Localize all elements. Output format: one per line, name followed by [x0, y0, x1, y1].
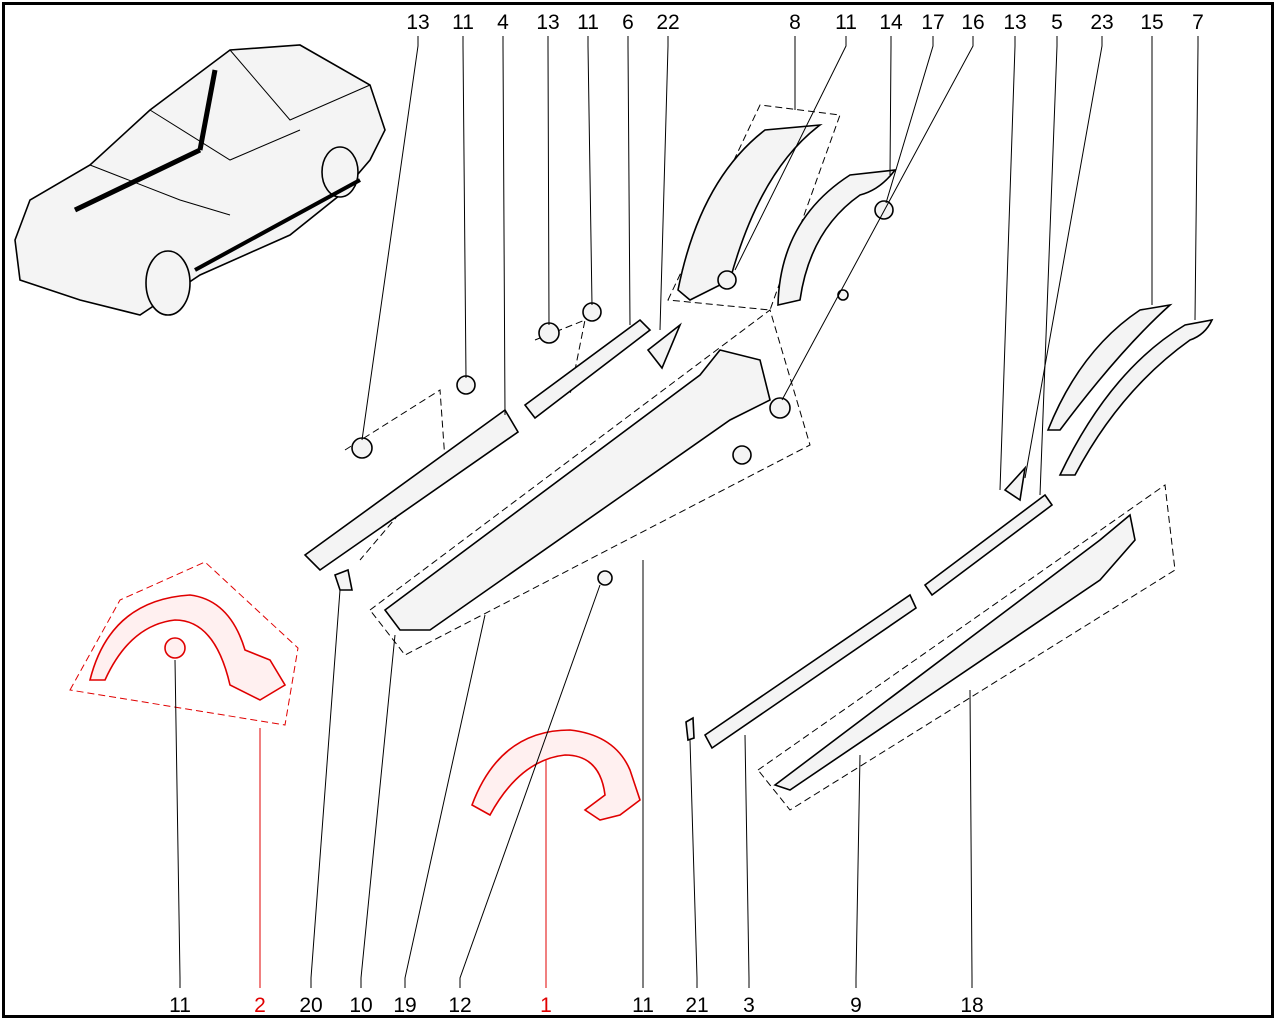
part-5-sill-trim-rear	[923, 465, 1054, 597]
car-overview-illustration	[14, 44, 386, 316]
bottom-callout-20: 20	[299, 994, 322, 1017]
part-1-rear-wheel-arch-liner	[471, 729, 641, 821]
top-leader-16	[1194, 36, 1199, 321]
bottom-callout-2: 2	[254, 994, 266, 1017]
top-leader-5	[627, 36, 631, 326]
top-leader-4	[587, 36, 593, 306]
top-leader-9	[889, 36, 892, 176]
bottom-callout-9: 9	[850, 994, 862, 1017]
bottom-leader-10	[855, 754, 861, 988]
callout-leader-lines	[174, 36, 1199, 988]
part-22-bracket	[646, 322, 682, 370]
top-callout-23: 23	[1090, 11, 1113, 34]
part-3-molding	[685, 593, 918, 750]
part-7-rear-arch-trim	[1058, 318, 1214, 476]
top-leader-2	[502, 36, 506, 416]
bottom-leader-2	[310, 589, 341, 988]
part-10-sill-main	[369, 309, 811, 656]
bottom-callout-1: 1	[540, 994, 552, 1017]
top-callout-11: 11	[452, 11, 474, 34]
bottom-leader-3	[360, 634, 396, 988]
top-leader-11	[781, 36, 974, 401]
top-callout-6: 6	[622, 11, 634, 34]
top-leader-0	[361, 36, 419, 441]
bottom-leader-4	[404, 614, 486, 988]
top-callout-17: 17	[921, 11, 944, 34]
part-20-clip	[333, 568, 353, 591]
top-callout-5: 5	[1051, 11, 1063, 34]
part-9-sill-rear	[757, 484, 1176, 811]
top-callout-7: 7	[1192, 11, 1204, 34]
top-leader-3	[547, 36, 550, 326]
top-leader-1	[462, 36, 467, 379]
top-callout-16: 16	[961, 11, 984, 34]
top-callout-14: 14	[879, 11, 903, 34]
top-callout-4: 4	[497, 11, 509, 34]
top-leader-10	[885, 36, 934, 204]
part-4-sill-front	[303, 389, 520, 572]
bottom-callout-3: 3	[743, 994, 755, 1017]
bottom-callout-11: 11	[632, 994, 654, 1017]
bottom-leader-0	[174, 659, 181, 988]
top-callout-13: 13	[406, 11, 429, 34]
bottom-callout-18: 18	[960, 994, 983, 1017]
bottom-callout-21: 21	[685, 994, 708, 1017]
part-2-front-wheel-arch-liner	[69, 561, 299, 726]
top-leader-8	[734, 36, 847, 271]
bottom-leader-9	[744, 734, 750, 988]
top-callout-11: 11	[835, 11, 857, 34]
top-leader-14	[1024, 36, 1103, 479]
top-callout-11: 11	[577, 11, 599, 34]
bottom-callout-10: 10	[349, 994, 372, 1017]
top-callout-15: 15	[1140, 11, 1163, 34]
bottom-callout-19: 19	[393, 994, 416, 1017]
bottom-leader-11	[969, 689, 973, 988]
bottom-leader-5	[459, 584, 601, 988]
top-leader-12	[999, 36, 1016, 491]
fasteners	[351, 200, 894, 586]
bottom-callout-12: 12	[448, 994, 471, 1017]
part-14-arch-liner	[777, 169, 897, 307]
top-callout-13: 13	[1003, 11, 1026, 34]
part-15-rear-arch	[1046, 303, 1173, 431]
bottom-leader-8	[689, 739, 698, 988]
top-leader-6	[659, 36, 669, 331]
top-callout-13: 13	[536, 11, 559, 34]
top-leader-13	[1039, 36, 1058, 496]
bottom-callout-11: 11	[169, 994, 191, 1017]
top-callout-22: 22	[656, 11, 679, 34]
top-callout-8: 8	[789, 11, 801, 34]
part-8-arch-front-top	[667, 104, 841, 311]
